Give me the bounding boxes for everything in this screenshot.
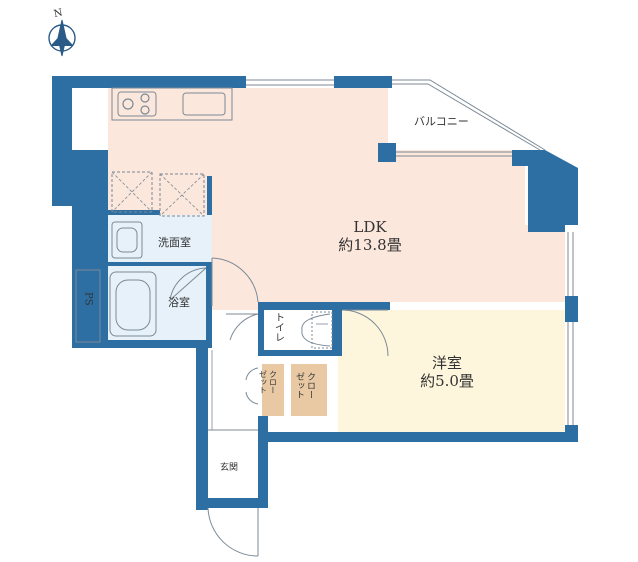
labels: LDK 約13.8畳 洋室 約5.0畳 バルコニー 洗面室 浴室 玄関 トイレ …: [83, 115, 474, 473]
bedroom-name: 洋室: [432, 354, 462, 372]
washbasin-icon: [111, 221, 143, 259]
wall-ldk-bedroom: [258, 302, 390, 310]
wall-entrance-bottom: [208, 498, 268, 508]
sink-icon: [182, 92, 226, 116]
door-entrance: [207, 507, 259, 557]
wall-bath-right: [206, 262, 212, 348]
bedroom-floor: [338, 310, 565, 432]
wall-top: [52, 76, 246, 88]
wall-bath-bottom: [72, 340, 212, 348]
wall-left-lower: [72, 206, 108, 346]
closet-a-floor: [262, 364, 284, 416]
wall-toilet-bottom: [258, 350, 342, 356]
kitchen-counter: [111, 87, 233, 121]
ps-label: PS: [83, 292, 94, 306]
wall-ps-top: [72, 262, 108, 270]
fridge-space: [111, 171, 153, 213]
ps-box: [75, 269, 101, 343]
washroom-label: 洗面室: [158, 235, 191, 249]
wall-bath-top: [108, 262, 206, 266]
door-bath-inner: [169, 267, 207, 301]
wall-left-upper: [52, 76, 72, 206]
toilet-label: トイレ: [273, 312, 285, 342]
wall-entrance-right: [258, 416, 268, 508]
walls: [52, 76, 578, 510]
wall-corner: [512, 150, 578, 232]
bathtub-icon: [109, 271, 157, 337]
door-closet: [245, 367, 259, 405]
fixtures: [75, 79, 574, 557]
wall-corridor-left: [196, 340, 208, 502]
window-top: [246, 79, 334, 86]
wall-door-stub: [196, 500, 208, 510]
wall-right-lower: [565, 296, 578, 322]
door-toilet: [226, 313, 259, 341]
washer-space: [159, 173, 205, 217]
door-bedroom: [341, 309, 389, 357]
entrance-label: 玄関: [220, 461, 238, 473]
wall-top-b: [334, 76, 392, 88]
closet-a-label: クローゼット: [259, 370, 278, 394]
wall-right-bottom: [565, 425, 578, 442]
balcony-label: バルコニー: [414, 115, 469, 128]
wall-toilet-left: [258, 302, 264, 356]
washroom-floor: [108, 215, 212, 265]
wall-left-mid: [72, 150, 108, 206]
floors: [108, 88, 565, 432]
balcony-outline: [392, 79, 546, 151]
closet-b-label: クローゼット: [294, 372, 315, 399]
compass-letter: N: [53, 7, 64, 20]
closet-b-floor: [291, 364, 327, 416]
bathroom-floor: [108, 265, 206, 340]
wall-toilet-right: [332, 302, 342, 350]
wall-bottom: [258, 432, 578, 442]
bedroom-size: 約5.0畳: [420, 372, 474, 390]
ldk-floor: [108, 88, 565, 310]
ldk-name: LDK: [353, 218, 387, 236]
bathroom-label: 浴室: [168, 295, 190, 309]
wall-balcony-pillar: [378, 143, 396, 162]
toilet-icon: [301, 311, 333, 349]
wall-wash-right-stub: [207, 176, 212, 215]
compass-rose-icon: N: [48, 7, 76, 57]
door-bath: [211, 257, 259, 306]
stove-icon: [117, 91, 157, 117]
ldk-size: 約13.8畳: [338, 236, 401, 254]
